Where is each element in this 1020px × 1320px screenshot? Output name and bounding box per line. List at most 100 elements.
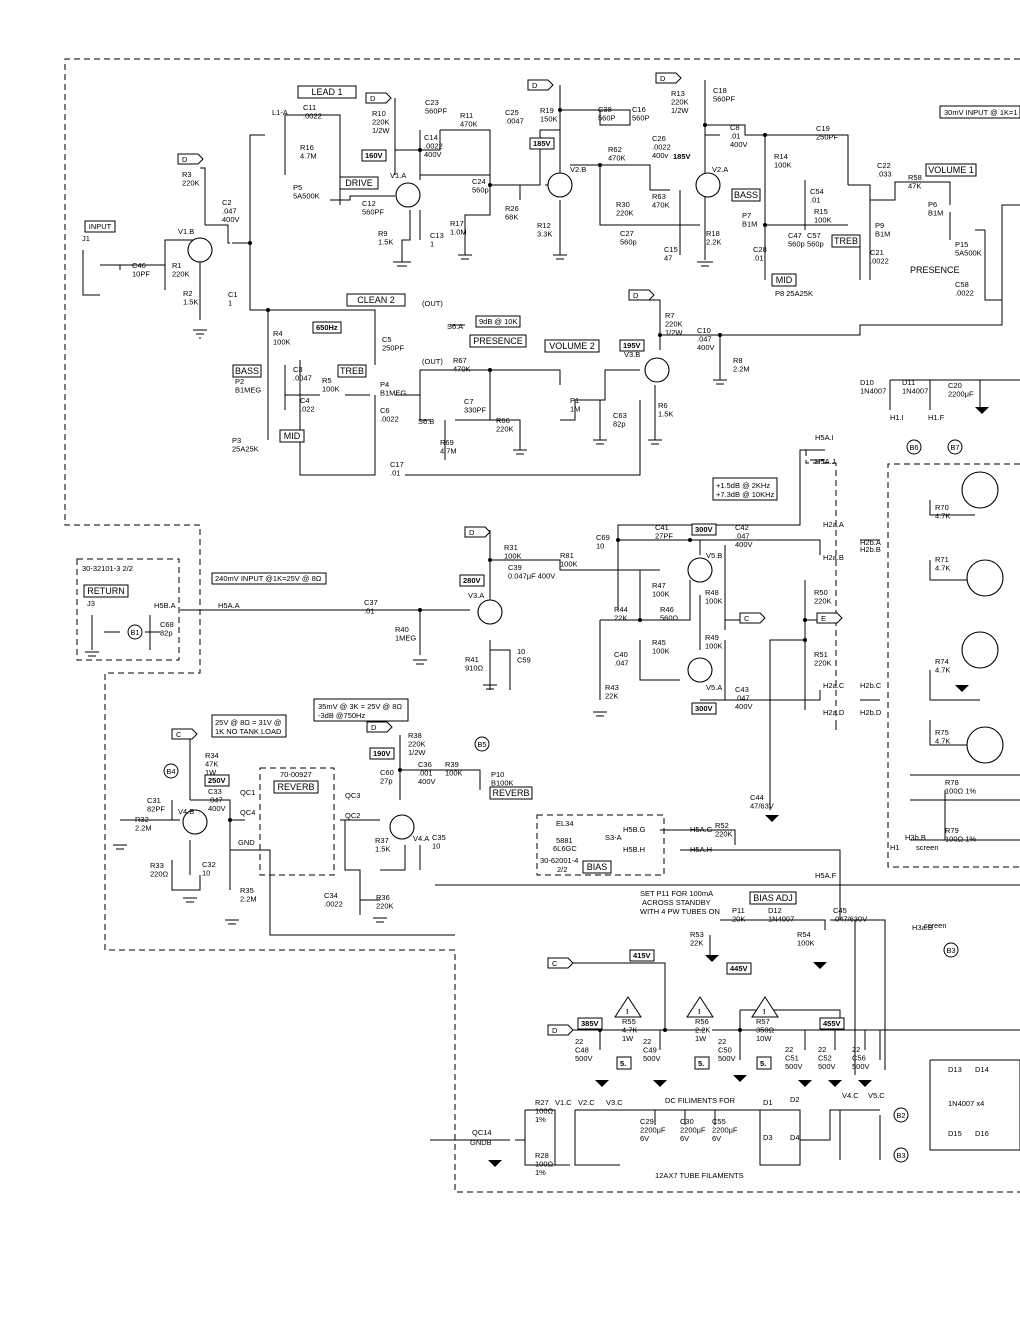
label-volume2: VOLUME 2 — [549, 341, 595, 351]
component-p11: 20K — [732, 915, 745, 924]
component-c40: C40 — [614, 650, 628, 659]
connector-h1_j: H1 — [890, 843, 900, 852]
component-r56: R56 — [695, 1017, 709, 1026]
component-s6a: S6.A — [447, 322, 463, 331]
component-r44: 22K — [614, 614, 627, 623]
component-r40: R40 — [395, 625, 409, 634]
tag-c1-shape — [171, 728, 198, 740]
component-r52: 220K — [715, 830, 733, 839]
component-r12: R12 — [537, 221, 551, 230]
component-r48: R48 — [705, 588, 719, 597]
component-c19: 250PF — [816, 133, 839, 142]
label-bias-adj: BIAS ADJ — [753, 893, 793, 903]
component-r48: 100K — [705, 597, 723, 606]
component-c42: C42 — [735, 523, 749, 532]
component-c36: 400V — [418, 777, 436, 786]
component-c69: C69 — [596, 533, 610, 542]
component-r28: R28 — [535, 1151, 549, 1160]
component-c45: .047/630V — [833, 915, 867, 924]
component-d11: D11 — [902, 378, 915, 387]
component-c49: 22 — [643, 1037, 651, 1046]
component-r14: 100K — [774, 161, 792, 170]
connector-h2b_a: H2b.A — [860, 538, 881, 547]
node-b1: B1 — [130, 628, 139, 637]
power-supply-wiring — [430, 962, 1020, 1166]
component-r74: R74 — [935, 657, 949, 666]
connector-h5a_j: H5A.J — [815, 457, 836, 466]
component-c20: C20 — [948, 381, 962, 390]
component-r49: R49 — [705, 633, 719, 642]
node-b4: B4 — [166, 767, 175, 776]
component-c14: 400V — [424, 150, 442, 159]
component-c38: 560P — [598, 114, 616, 123]
component-r17: R17 — [450, 219, 464, 228]
component-r4: R4 — [273, 329, 283, 338]
bias-switch-border — [536, 814, 665, 876]
component-c41: C41 — [655, 523, 669, 532]
component-p5: 5A500K — [293, 192, 320, 201]
node-b3a-marker — [943, 942, 959, 958]
component-c33: 400V — [208, 804, 226, 813]
tag-c3-shape — [739, 612, 766, 624]
warning-icon: ! — [626, 1007, 629, 1016]
control-labels: LEAD 1 DRIVE CLEAN 2 INPUT PRESENCE VOLU… — [83, 85, 977, 905]
component-r55: R55 — [622, 1017, 636, 1026]
component-c3: .0047 — [293, 374, 312, 383]
label-reverb-tank: REVERB — [277, 782, 314, 792]
component-r34: R34 — [205, 751, 219, 760]
component-c35: C35 — [432, 833, 446, 842]
tag-d3-shape — [527, 79, 554, 91]
label-input: INPUT — [89, 222, 112, 231]
component-c13: C13 — [430, 231, 444, 240]
tube-v5c: V5.C — [868, 1091, 885, 1100]
tube-v5a: V5.A — [706, 683, 722, 692]
node-b2: B2 — [896, 1111, 905, 1120]
component-c51: 22 — [785, 1045, 793, 1054]
component-r7: R7 — [665, 311, 675, 320]
component-r63: 470K — [652, 201, 670, 210]
component-c68: 82p — [160, 629, 173, 638]
component-r31: 100K — [504, 552, 522, 561]
connector-h5a_g: H5A.G — [690, 825, 713, 834]
component-c1: C1 — [228, 290, 238, 299]
component-r38: R38 — [408, 731, 422, 740]
voltage-300b: 300V — [695, 704, 713, 713]
component-r67: R67 — [453, 356, 467, 365]
tag-d6: D — [469, 528, 475, 537]
component-r4: 100K — [273, 338, 291, 347]
component-r33: 220Ω — [150, 870, 169, 879]
component-r45: 100K — [652, 647, 670, 656]
component-r57: 350Ω — [756, 1026, 775, 1035]
component-r51: 220K — [814, 659, 832, 668]
component-c51: 500V — [785, 1062, 803, 1071]
component-c5: C5 — [382, 335, 392, 344]
tube-v5b: V5.B — [706, 551, 722, 560]
node-b5: B5 — [477, 740, 486, 749]
connector-h2a_b: H2a.B — [823, 553, 844, 562]
component-c27: C27 — [620, 229, 634, 238]
warning-triangles: ! ! ! — [614, 996, 779, 1018]
component-c33: C33 — [208, 787, 222, 796]
component-d16: D16 — [975, 1129, 989, 1138]
component-c2: .047 — [222, 207, 237, 216]
component-r69: R69 — [440, 438, 454, 447]
component-c47: C47 — [788, 231, 802, 240]
component-r81: R81 — [560, 551, 574, 560]
node-b1-marker — [127, 624, 143, 640]
component-r47: R47 — [652, 581, 666, 590]
component-r6: 1.5K — [658, 410, 673, 419]
component-p5: P5 — [293, 183, 302, 192]
note-out-2: (OUT) — [422, 357, 443, 366]
connector-h3b_b: H3b.B — [905, 833, 926, 842]
component-p3: P3 — [232, 436, 241, 445]
component-r31: R31 — [504, 543, 518, 552]
node-b3b: B3 — [896, 1151, 905, 1160]
node-b7-marker — [947, 439, 963, 455]
label-treb2: TREB — [834, 236, 858, 246]
component-c50: 500V — [718, 1054, 736, 1063]
component-c26: 400v — [652, 151, 669, 160]
connector-h2b_d: H2b.D — [860, 708, 882, 717]
component-c26: .0022 — [652, 143, 671, 152]
component-r32: 2.2M — [135, 824, 152, 833]
component-r18: R18 — [706, 229, 720, 238]
